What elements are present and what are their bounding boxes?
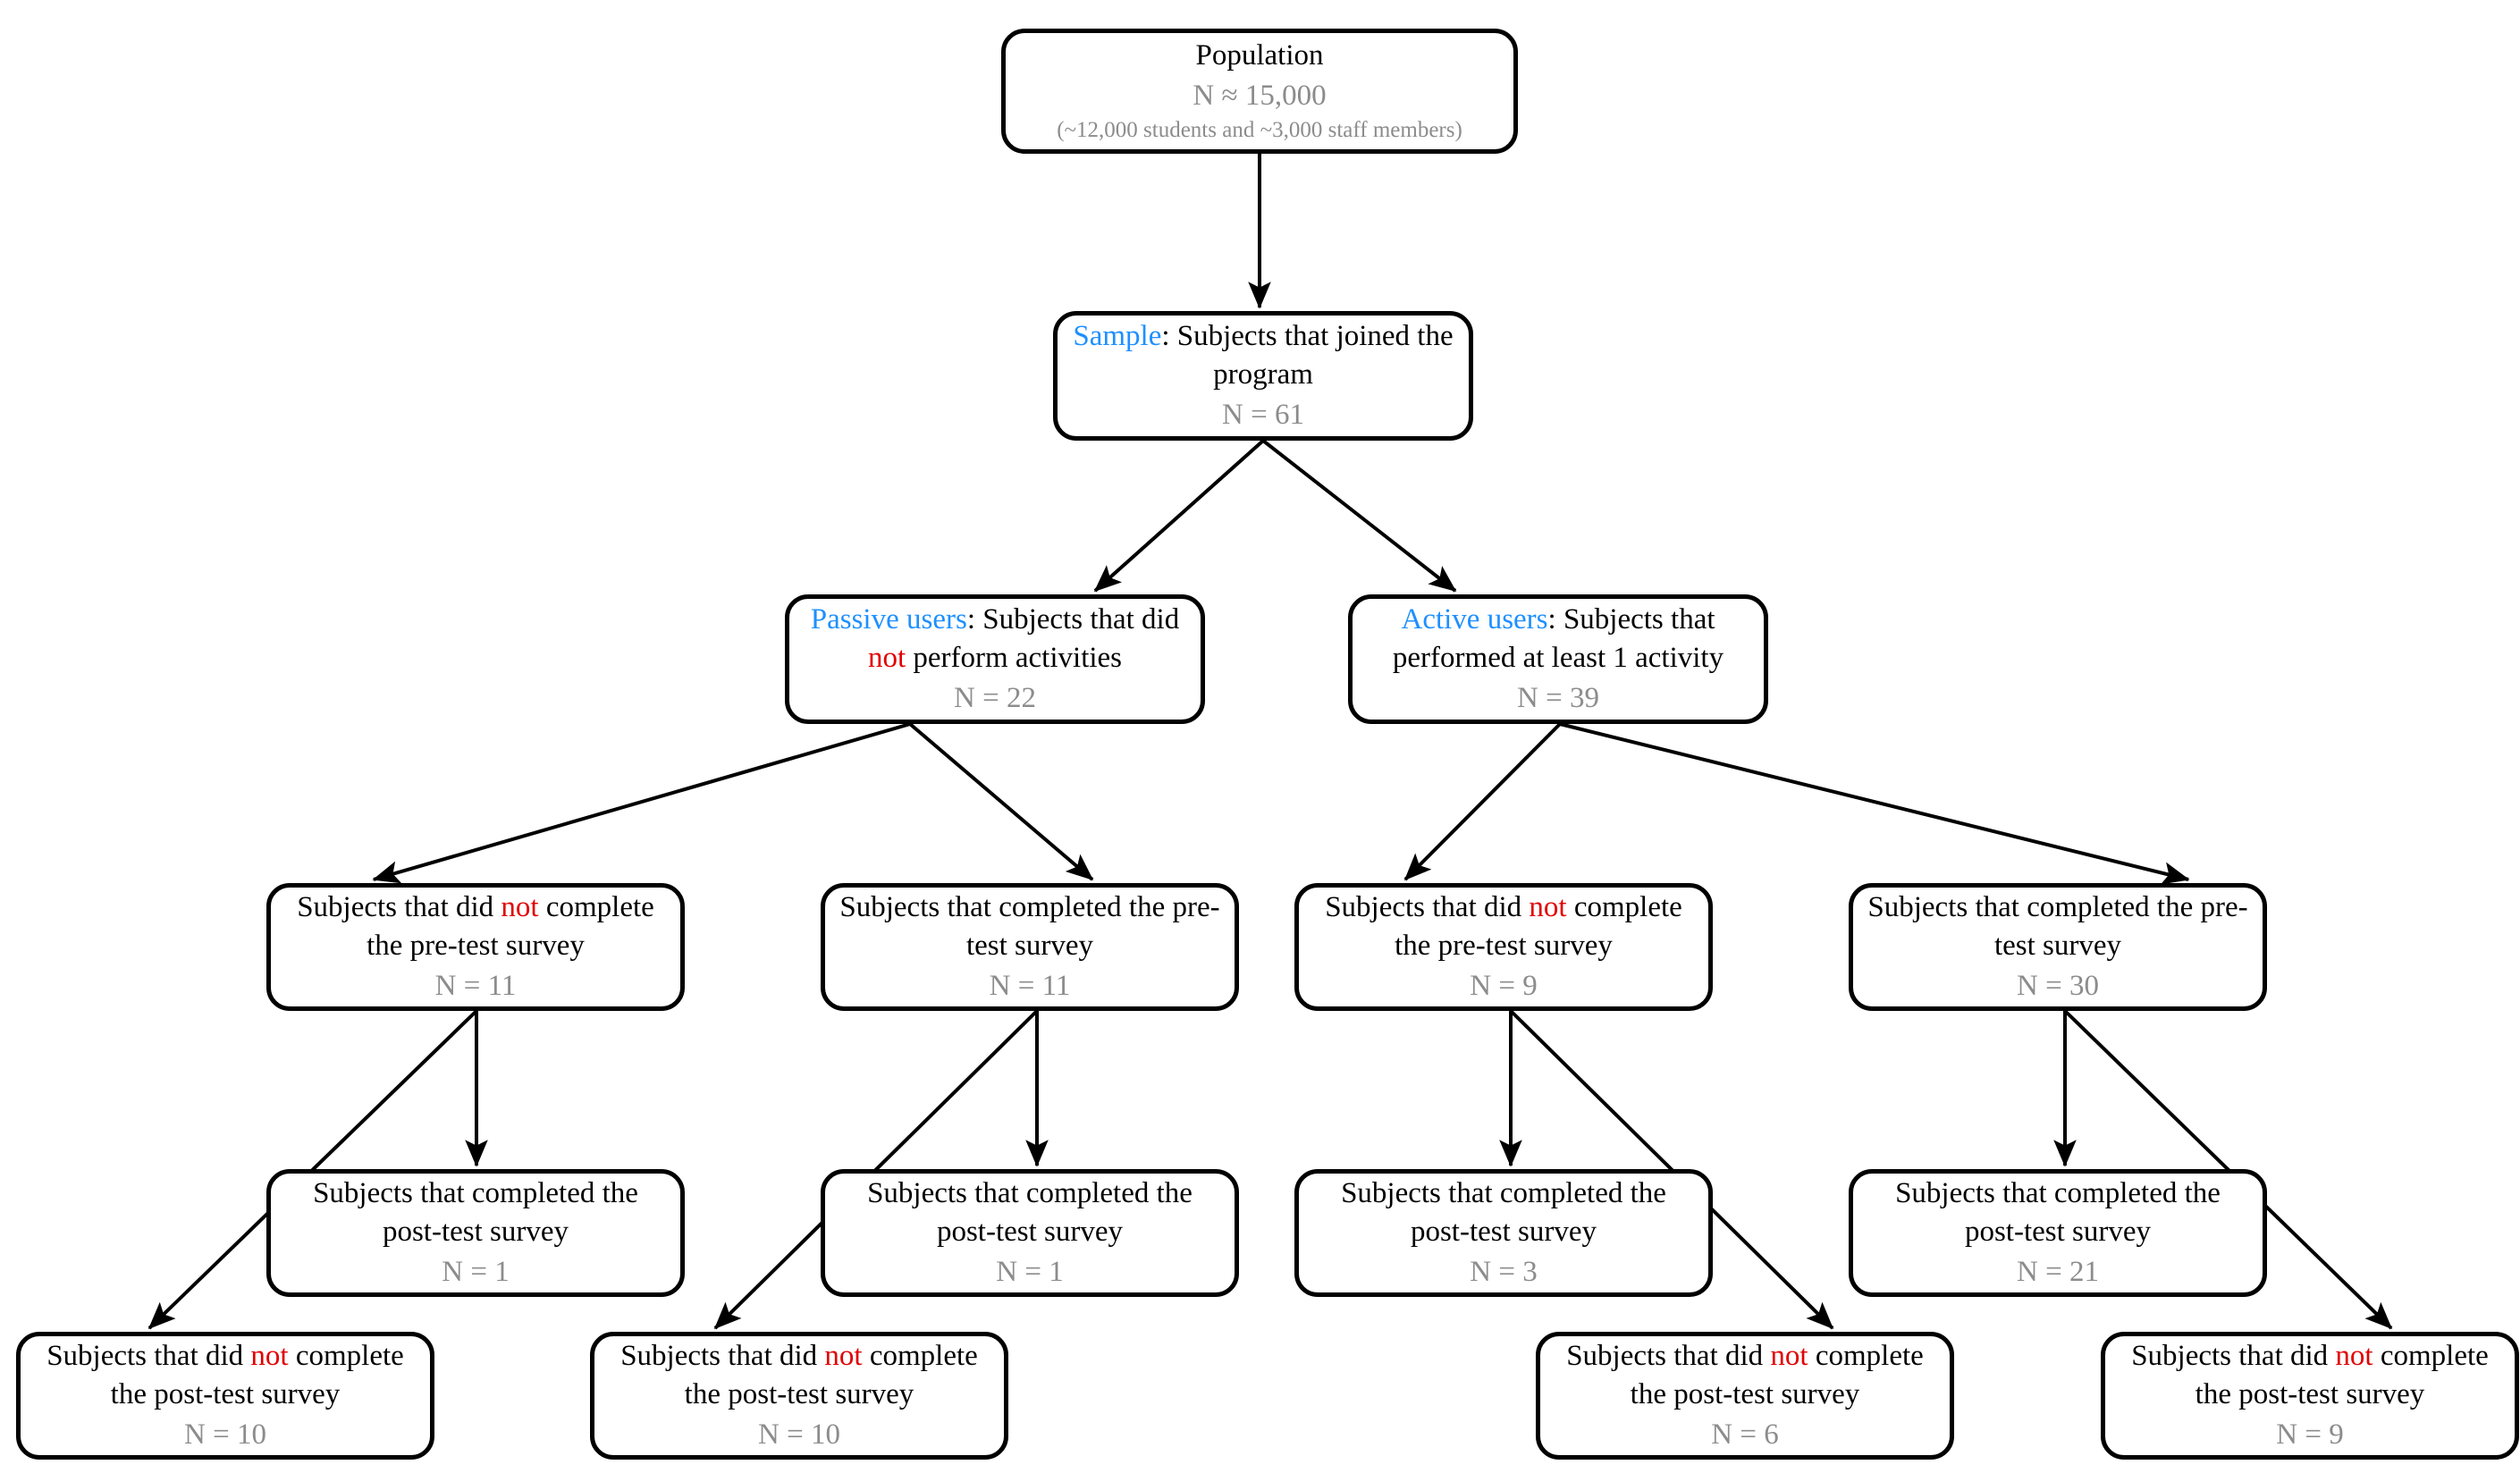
node-label-text: Subjects that completed the post-test su… — [313, 1177, 638, 1249]
flowchart-node-passive-pretest: Subjects that completed the pre- test su… — [821, 883, 1239, 1011]
node-label: Subjects that completed the post-test su… — [1883, 1174, 2233, 1251]
node-label-text: complete the pre-test survey — [1395, 891, 1682, 963]
node-label-negation: not — [2335, 1340, 2373, 1373]
node-count: N = 30 — [2017, 969, 2099, 1002]
node-label: Population — [1183, 37, 1336, 75]
node-label-text: Subjects that completed the pre- test su… — [839, 891, 1220, 963]
node-label: Subjects that did not complete the post-… — [1554, 1337, 1936, 1414]
node-label-negation: not — [1529, 891, 1567, 924]
node-count: N = 1 — [996, 1255, 1064, 1288]
node-count: N = 9 — [2276, 1418, 2344, 1451]
flowchart-arrow-active-users-to-active-pretest — [1559, 722, 2190, 885]
node-label-text: : Subjects that performed at least 1 act… — [1392, 603, 1724, 675]
node-label-text: Subjects that completed the post-test su… — [867, 1177, 1193, 1249]
flowchart-node-active-no-pretest: Subjects that did not complete the pre-t… — [1294, 883, 1713, 1011]
node-label-text: Subjects that did — [1566, 1340, 1771, 1373]
node-count: N = 11 — [434, 969, 517, 1002]
node-label: Subjects that did not complete the pre-t… — [1312, 888, 1695, 965]
node-label-negation: not — [1770, 1340, 1808, 1373]
node-label-text: Subjects that completed the pre- test su… — [1867, 891, 2248, 963]
node-count: N = 61 — [1222, 398, 1304, 431]
flowchart-arrow-sample-to-passive-users — [1093, 439, 1265, 593]
flowchart-node-active-no-pretest-no-posttest: Subjects that did not complete the post-… — [1536, 1332, 1954, 1460]
flowchart-arrow-sample-to-active-users — [1261, 439, 1457, 593]
node-label: Active users: Subjects that performed at… — [1380, 601, 1736, 678]
node-label: Passive users: Subjects that did not per… — [798, 601, 1192, 678]
node-count: N ≈ 15,000 — [1193, 80, 1327, 113]
node-label: Subjects that completed the pre- test su… — [827, 888, 1232, 965]
node-label-text: complete the post-test survey — [1630, 1340, 1924, 1411]
flowchart-node-active-pretest-posttest: Subjects that completed the post-test su… — [1849, 1169, 2267, 1297]
flowchart-arrow-passive-users-to-passive-no-pretest — [372, 722, 911, 884]
node-count: N = 3 — [1470, 1255, 1538, 1288]
node-label-accent: Active users — [1401, 603, 1548, 636]
node-label-text: Subjects that did — [297, 891, 501, 924]
flowchart-node-passive-pretest-no-posttest: Subjects that did not complete the post-… — [590, 1332, 1008, 1460]
node-subtext: (~12,000 students and ~3,000 staff membe… — [1057, 118, 1462, 143]
node-label-text: perform activities — [906, 642, 1123, 675]
node-label-accent: Passive users — [810, 603, 967, 636]
flowchart-node-active-pretest-no-posttest: Subjects that did not complete the post-… — [2101, 1332, 2519, 1460]
node-label-text: Subjects that did — [46, 1340, 251, 1373]
node-label-text: complete the post-test survey — [110, 1340, 404, 1411]
node-label: Sample: Subjects that joined the program — [1060, 317, 1465, 394]
node-count: N = 21 — [2017, 1255, 2099, 1288]
node-count: N = 22 — [954, 681, 1036, 714]
node-count: N = 10 — [758, 1418, 840, 1451]
flowchart-node-sample: Sample: Subjects that joined the program… — [1053, 311, 1473, 441]
node-label: Subjects that did not complete the pre-t… — [284, 888, 667, 965]
node-label-text: complete the post-test survey — [2195, 1340, 2489, 1411]
node-label-negation: not — [867, 642, 906, 675]
flowchart-node-active-no-pretest-posttest: Subjects that completed the post-test su… — [1294, 1169, 1713, 1297]
flowchart-node-passive-no-pretest: Subjects that did not complete the pre-t… — [266, 883, 685, 1011]
node-count: N = 11 — [989, 969, 1071, 1002]
node-count: N = 39 — [1517, 681, 1599, 714]
flowchart-node-passive-no-pretest-posttest: Subjects that completed the post-test su… — [266, 1169, 685, 1297]
flowchart-arrow-passive-users-to-passive-pretest — [908, 722, 1094, 881]
node-label-text: Subjects that completed the post-test su… — [1341, 1177, 1666, 1249]
node-label-text: Subjects that did — [620, 1340, 825, 1373]
flowchart-node-passive-pretest-posttest: Subjects that completed the post-test su… — [821, 1169, 1239, 1297]
flowchart-node-passive-users: Passive users: Subjects that did not per… — [785, 594, 1205, 724]
node-count: N = 10 — [184, 1418, 266, 1451]
node-label-text: complete the post-test survey — [684, 1340, 978, 1411]
node-label: Subjects that completed the post-test su… — [300, 1174, 651, 1251]
flowchart-arrow-active-users-to-active-no-pretest — [1403, 722, 1562, 881]
flowchart-node-passive-no-pretest-no-posttest: Subjects that did not complete the post-… — [16, 1332, 434, 1460]
flowchart-node-population: Population N ≈ 15,000 (~12,000 students an… — [1001, 29, 1518, 154]
node-label: Subjects that completed the post-test su… — [855, 1174, 1205, 1251]
node-label-text: Subjects that completed the post-test su… — [1895, 1177, 2221, 1249]
node-count: N = 9 — [1470, 969, 1538, 1002]
flowchart-node-active-pretest: Subjects that completed the pre- test su… — [1849, 883, 2267, 1011]
node-label-negation: not — [824, 1340, 863, 1373]
node-count: N = 6 — [1711, 1418, 1779, 1451]
node-label-text: Population — [1195, 39, 1324, 72]
node-label-text: Subjects that did — [1325, 891, 1530, 924]
node-label-negation: not — [501, 891, 539, 924]
node-label: Subjects that did not complete the post-… — [2119, 1337, 2501, 1414]
node-label: Subjects that completed the post-test su… — [1328, 1174, 1679, 1251]
node-label: Subjects that did not complete the post-… — [608, 1337, 990, 1414]
node-label-text: : Subjects that did — [966, 603, 1180, 636]
node-label: Subjects that completed the pre- test su… — [1855, 888, 2260, 965]
node-label: Subjects that did not complete the post-… — [34, 1337, 417, 1414]
node-count: N = 1 — [442, 1255, 510, 1288]
node-label-text: Subjects that did — [2131, 1340, 2336, 1373]
node-label-accent: Sample — [1073, 320, 1162, 353]
node-label-negation: not — [250, 1340, 289, 1373]
flowchart-node-active-users: Active users: Subjects that performed at… — [1348, 594, 1768, 724]
node-label-text: : Subjects that joined the program — [1161, 320, 1454, 391]
node-label-text: complete the pre-test survey — [367, 891, 654, 963]
